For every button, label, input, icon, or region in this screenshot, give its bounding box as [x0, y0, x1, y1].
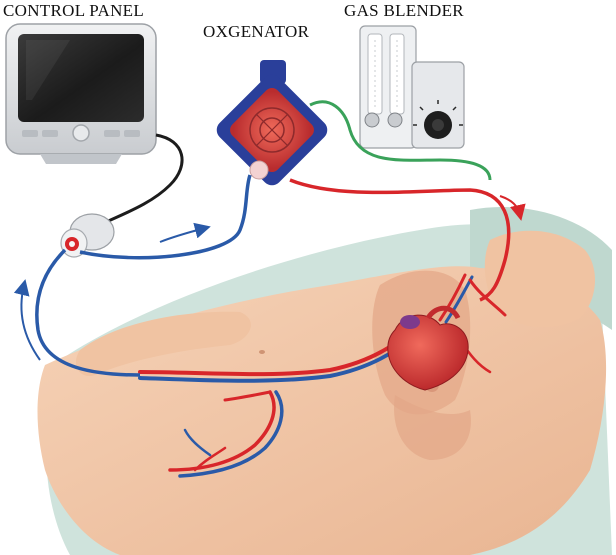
pump-flow-arrow — [160, 228, 205, 242]
gas-blender-label: GAS BLENDER — [344, 1, 464, 21]
oxygenator — [213, 60, 332, 189]
control-panel-monitor — [6, 24, 156, 164]
control-panel-label: CONTROL PANEL — [3, 1, 144, 21]
gas-blender — [360, 26, 464, 148]
oxygenator-label: OXGENATOR — [203, 22, 309, 42]
centrifugal-pump — [61, 214, 114, 257]
